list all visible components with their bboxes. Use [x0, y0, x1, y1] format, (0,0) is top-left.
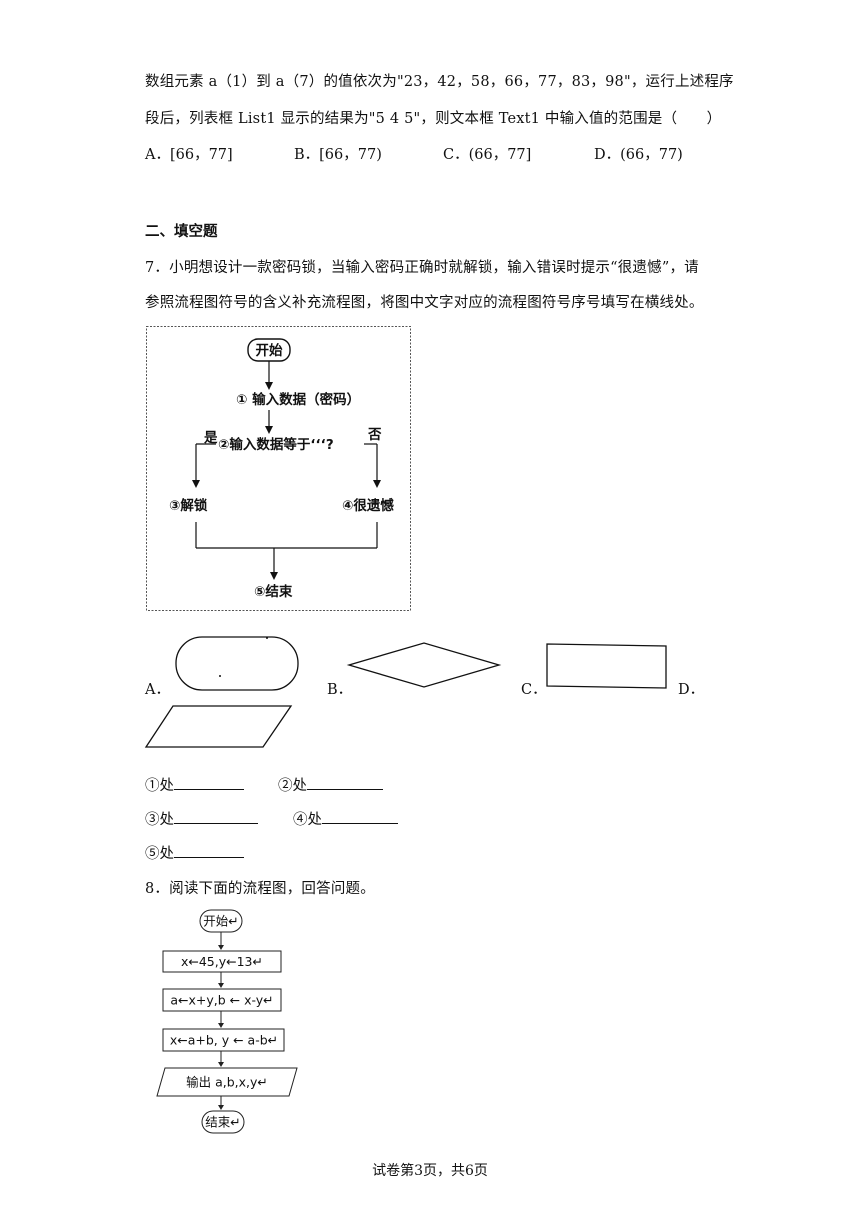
- blank-1: ①处: [145, 774, 244, 795]
- q8-flowchart: 开始↵ x←45,y←13↵ a←x+y,b ← x-y↵ x←a+b, y ←…: [156, 909, 298, 1134]
- q6-option-b: B．[66，77): [294, 147, 382, 163]
- blank-2-line[interactable]: [307, 775, 383, 790]
- fc1-step5: ⑤结束: [254, 583, 293, 600]
- fc1-yes: 是: [204, 430, 218, 446]
- q6-text-line1: 数组元素 a（1）到 a（7）的值依次为"23，42，58，66，77，83，9…: [145, 74, 734, 90]
- fc1-step3: ③解锁: [169, 497, 208, 514]
- blank-3: ③处: [145, 808, 258, 829]
- blank-1-line[interactable]: [174, 775, 244, 790]
- fc2-output: 输出 a,b,x,y↵: [186, 1075, 268, 1090]
- shape-label-a: A．: [145, 682, 170, 698]
- blank-4-line[interactable]: [322, 809, 398, 824]
- blank-4: ④处: [293, 808, 398, 829]
- terminator-shape: [175, 636, 299, 691]
- shape-label-d: D．: [678, 682, 705, 698]
- process-shape: [546, 643, 667, 689]
- section-title: 二、填空题: [145, 223, 218, 240]
- q7-text-line1: 7．小明想设计一款密码锁，当输入密码正确时就解锁，输入错误时提示“很遗憾”，请: [145, 260, 699, 276]
- fc1-step4: ④很遗憾: [342, 497, 394, 514]
- decision-shape: [346, 642, 502, 688]
- fc2-start: 开始↵: [203, 914, 238, 929]
- fc1-start: 开始: [256, 342, 283, 359]
- fc1-step2: ②输入数据等于‘‘‘?: [218, 436, 334, 453]
- q6-option-a: A．[66，77]: [145, 147, 233, 163]
- blank-5: ⑤处: [145, 842, 244, 863]
- q6-option-d: D．(66，77): [594, 147, 683, 163]
- blank-2: ②处: [278, 774, 383, 795]
- q8-text-line1: 8．阅读下面的流程图，回答问题。: [145, 881, 375, 897]
- q6-text-line2: 段后，列表框 List1 显示的结果为"5 4 5"，则文本框 Text1 中输…: [145, 111, 722, 127]
- fc2-step1: x←45,y←13↵: [181, 954, 263, 969]
- q7-text-line2: 参照流程图符号的含义补充流程图，将图中文字对应的流程图符号序号填写在横线处。: [145, 295, 704, 311]
- fc2-step3: x←a+b, y ← a-b↵: [170, 1033, 278, 1048]
- q7-flowchart: 开始 ① 输入数据（密码） 是 ②输入数据等于‘‘‘? 否 ③解锁 ④很遗憾 ⑤…: [146, 326, 411, 611]
- fc1-no: 否: [367, 427, 382, 443]
- page-footer: 试卷第3页，共6页: [372, 1163, 488, 1179]
- q6-option-c: C．(66，77]: [443, 147, 532, 163]
- blank-3-line[interactable]: [174, 809, 258, 824]
- fc2-end: 结束↵: [205, 1115, 240, 1130]
- blank-5-line[interactable]: [174, 843, 244, 858]
- shape-label-c: C．: [521, 682, 547, 698]
- shape-label-b: B．: [327, 682, 353, 698]
- fc2-step2: a←x+y,b ← x-y↵: [170, 993, 273, 1008]
- io-shape: [144, 705, 293, 748]
- fc1-step1: ① 输入数据（密码）: [236, 391, 360, 408]
